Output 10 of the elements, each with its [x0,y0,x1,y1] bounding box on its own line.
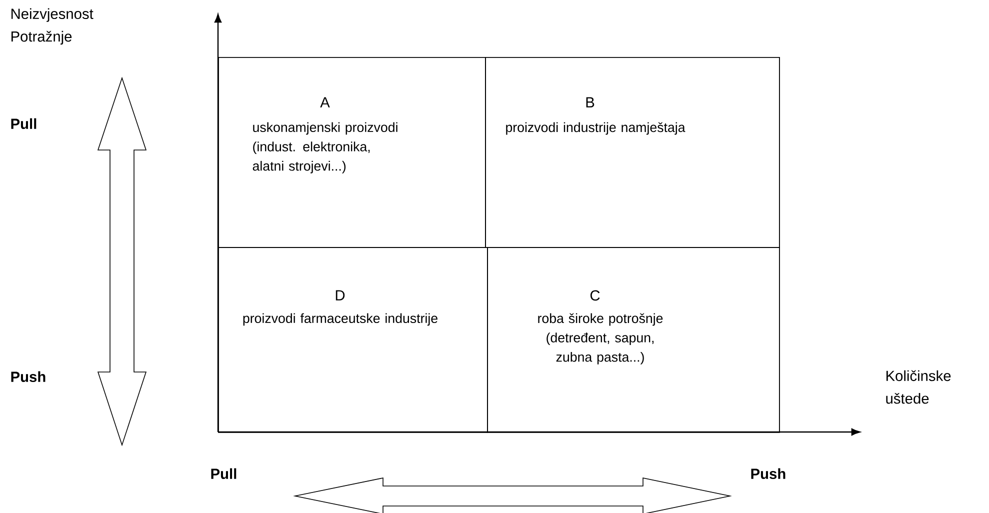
quadrant-box: A uskonamjenski proizvodi (indust. elektronika, alatni strojevi...) [218,57,486,248]
axis-label: Količinske uštede [886,370,951,404]
axis-label: Neizvjesnost Potražnje [12,8,94,45]
axis-label: Pull [211,468,236,480]
quadrant-box: C roba široke potrošnje (detređent, sapun, zubna pasta...) [487,247,780,433]
quadrant-box: D proizvodi farmaceutske industrije [218,247,488,433]
axis-label: Pull [11,118,36,130]
axis-label: Push [751,468,786,480]
quadrant-box: B proizvodi industrije namještaja [485,57,780,248]
axis-label: Push [11,371,46,382]
